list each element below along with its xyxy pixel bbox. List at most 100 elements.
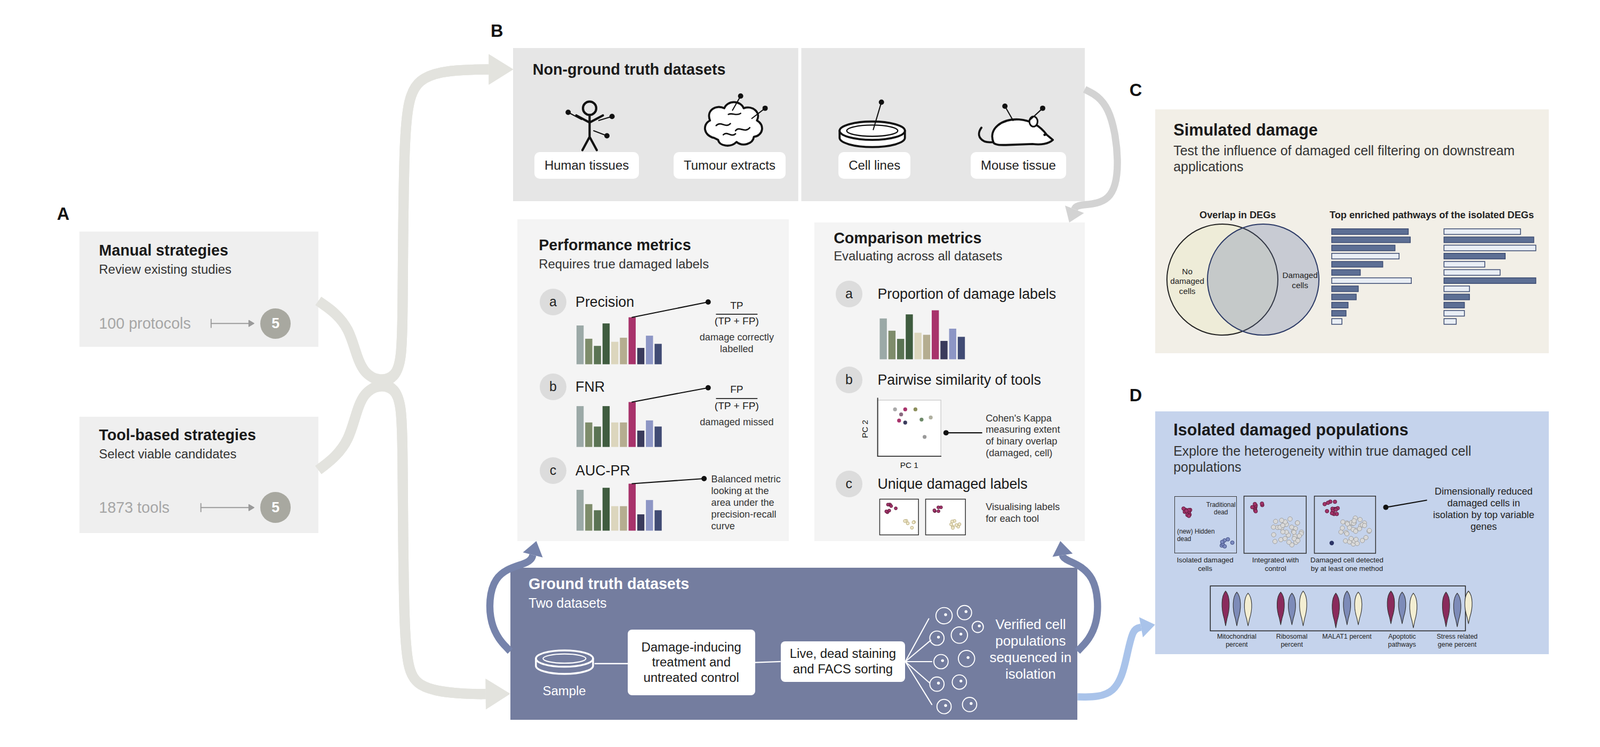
arrow-head [1139, 617, 1156, 638]
pin-line [594, 130, 608, 136]
bar [940, 340, 948, 359]
mouse-icon [979, 127, 994, 142]
bar [957, 336, 965, 359]
scatter-axis [877, 397, 941, 456]
scatter-dot [922, 434, 927, 439]
cell-nucleus [937, 681, 940, 684]
cell-dot [1291, 529, 1296, 534]
isolated-panel: Isolated damaged populationsExplore the … [1155, 411, 1550, 654]
pin-line [1385, 499, 1427, 507]
pathway-bar [1443, 310, 1464, 317]
bar [914, 332, 922, 360]
dish-icon [840, 130, 906, 148]
cell-dot [1270, 524, 1276, 530]
panel-text: Proportion of damage labels [877, 285, 1056, 303]
panel-text: Manual strategies [99, 241, 229, 260]
cell-dot [1353, 529, 1358, 534]
shape-text: a [845, 285, 853, 302]
panel-text: Verified cell populations sequenced in i… [987, 616, 1074, 683]
ground-truth-panel: Ground truth datasetsTwo datasetsSampleV… [510, 567, 1078, 720]
pin-dot [878, 99, 885, 105]
bar [576, 325, 584, 365]
pin-line [1028, 108, 1044, 122]
cell-dot [1187, 507, 1191, 512]
pathway-bar [1443, 252, 1506, 259]
cell-dot [1286, 539, 1291, 544]
umap-box [879, 499, 919, 535]
cell-dot [937, 509, 941, 513]
arrow-head [249, 320, 255, 327]
cell-dot [1332, 507, 1336, 511]
cell-dot [1252, 501, 1257, 506]
panel-text: Mitochondrial percent [1211, 632, 1263, 649]
bar [645, 335, 653, 365]
pathway-bar [1443, 236, 1534, 243]
cell-dot [887, 508, 891, 512]
violin [1409, 593, 1418, 628]
cell-icon [958, 650, 975, 667]
panel-text: (TP + FP) [709, 400, 765, 413]
cell-dot [1357, 517, 1363, 522]
axis-label: PC 1 [900, 460, 919, 470]
pathway-bar [1443, 228, 1520, 235]
cell-dot [889, 504, 893, 508]
flow-connector [1077, 627, 1141, 698]
cell-dot [1349, 521, 1355, 526]
person-icon [582, 101, 597, 115]
pathway-bar [1443, 293, 1470, 300]
dish-icon [535, 650, 593, 667]
cell-dot [1330, 506, 1335, 511]
panel-text: Two datasets [528, 595, 607, 612]
panel-text: Select viable candidates [99, 446, 237, 462]
cell-dot [1230, 540, 1235, 544]
tumour-icon [716, 113, 750, 135]
violin [1233, 592, 1241, 626]
panel-text: Traditional dead [1205, 500, 1237, 516]
pin-line [752, 108, 766, 119]
cell-dot [1181, 506, 1186, 511]
cell-dot [939, 505, 943, 509]
pin-dot [705, 385, 711, 391]
arrow-head [522, 540, 543, 558]
cell-dot [1353, 537, 1358, 542]
violin [1464, 590, 1472, 624]
cell-dot [1338, 529, 1343, 534]
cell-dot [888, 502, 892, 507]
pathway-bar [1331, 252, 1399, 259]
violin [1276, 592, 1285, 625]
cell-dot [1294, 537, 1300, 542]
pin-line [1005, 106, 1014, 121]
cell-dot [1350, 526, 1356, 532]
shape-text: c [845, 475, 853, 492]
panel-text: Simulated damage [1173, 120, 1318, 140]
cell-dot [1280, 523, 1285, 528]
cell-dot [1340, 525, 1345, 530]
cell-dot [1220, 541, 1225, 546]
cell-icon [935, 606, 952, 624]
pin-dot [1040, 105, 1046, 111]
bar [619, 337, 627, 365]
pathway-bar [1331, 228, 1408, 235]
panel-letter: D [1129, 385, 1142, 407]
step-circle: b [835, 366, 863, 394]
shape-text: a [549, 293, 557, 310]
pin-dot [609, 113, 615, 119]
link-line [594, 662, 628, 664]
cell-dot [1325, 500, 1330, 505]
cell-dot [1357, 526, 1362, 531]
tick [210, 319, 212, 328]
axis-label: PC 2 [860, 419, 870, 438]
cell-dot [1345, 521, 1350, 526]
dish-icon [846, 124, 899, 136]
cell-dot [1272, 539, 1277, 544]
panel-text: Explore the heterogeneity within true da… [1173, 443, 1526, 476]
bar [585, 338, 592, 365]
panel-text: Non-ground truth datasets [532, 60, 726, 79]
cell-dot [1260, 502, 1264, 507]
pathway-bar [1331, 310, 1347, 317]
bar [905, 314, 913, 359]
mouse-icon [1029, 116, 1038, 127]
bar [645, 420, 653, 447]
pin-line [568, 112, 582, 119]
bar [637, 430, 645, 447]
